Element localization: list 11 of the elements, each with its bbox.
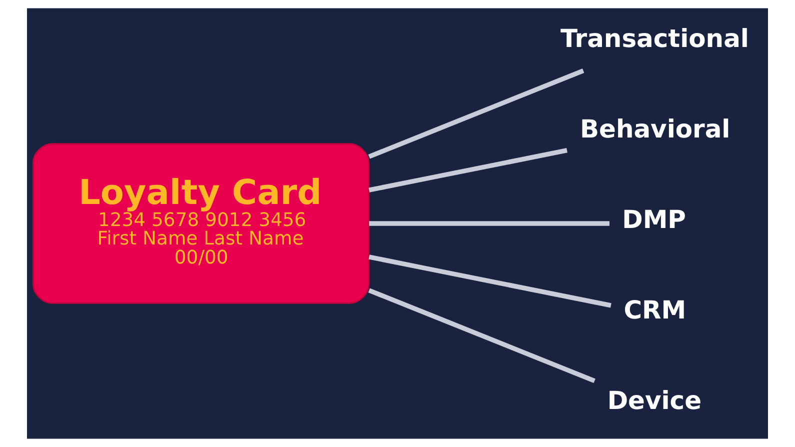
- connector: [368, 254, 612, 308]
- connector: [368, 148, 568, 192]
- node-text: Transactional: [560, 24, 749, 53]
- node-text: CRM: [624, 295, 686, 324]
- node-text: Behavioral: [580, 114, 730, 144]
- connector: [369, 221, 610, 226]
- connector: [368, 68, 584, 159]
- node-box: Loyalty Card 1234 5678 9012 3456 First Name Last Name 00/00: [32, 143, 370, 304]
- node-text: DMP: [622, 204, 686, 234]
- connector: [368, 288, 596, 384]
- node-text: Device: [607, 386, 702, 415]
